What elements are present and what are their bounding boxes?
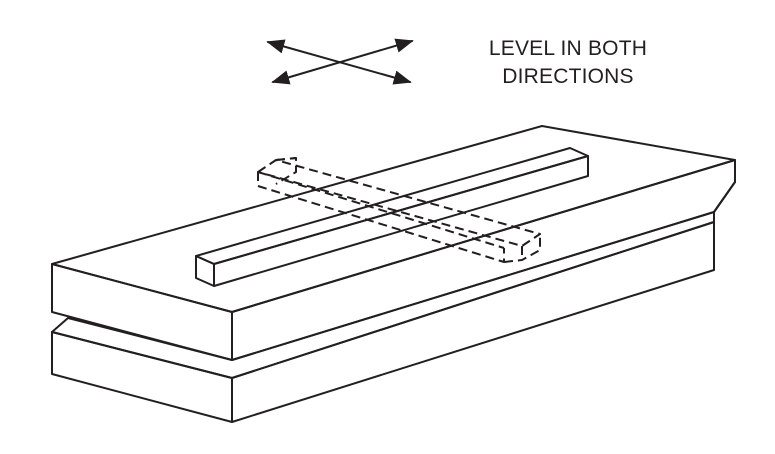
- level-bar-solid: [195, 147, 589, 287]
- upper-slab-right-side: [231, 159, 736, 361]
- upper-slab: [51, 125, 736, 361]
- level-bar-dashed: [257, 157, 541, 263]
- upper-slab-front-side: [51, 263, 233, 361]
- upper-slab-top: [51, 125, 736, 313]
- annotation-line-1: LEVEL IN BOTH: [488, 37, 648, 60]
- crossed-double-arrows-icon: [266, 38, 414, 85]
- annotation-line-2: DIRECTIONS: [502, 65, 634, 88]
